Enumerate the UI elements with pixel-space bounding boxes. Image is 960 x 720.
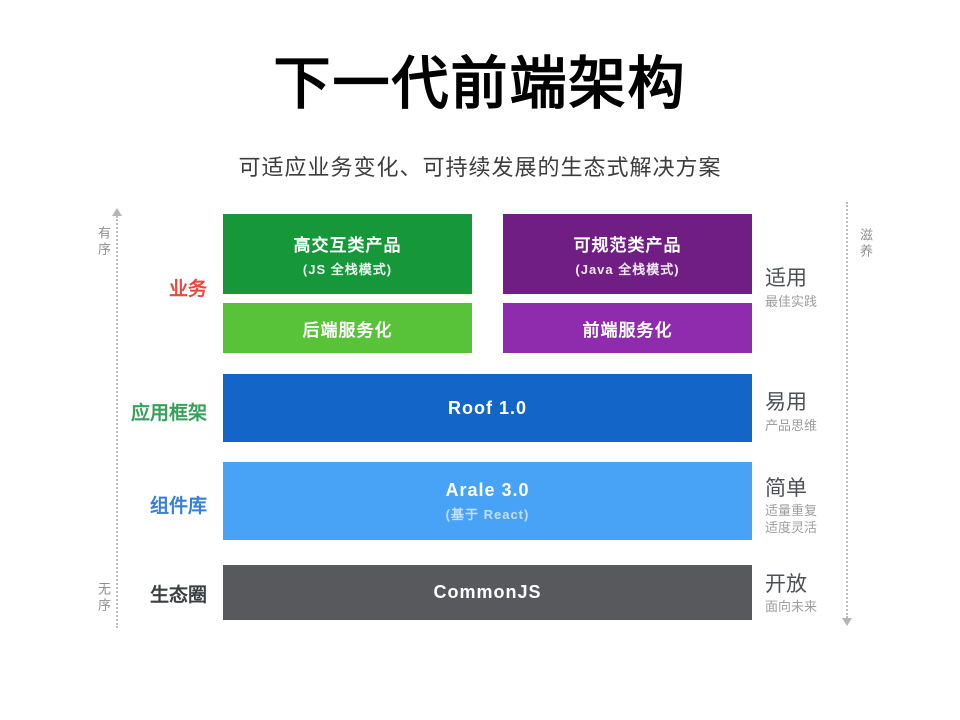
left-axis-top-label: 有序	[96, 226, 111, 258]
box-standard-product: 可规范类产品 (Java 全栈模式)	[503, 214, 752, 294]
left-axis-line	[116, 216, 118, 628]
caption-components-sub1: 适量重复	[765, 503, 818, 518]
box-backend-service: 后端服务化	[223, 303, 472, 353]
layer-label-framework: 应用框架	[130, 403, 207, 424]
right-axis-line	[846, 202, 848, 618]
box-arale: Arale 3.0 (基于 React)	[223, 462, 752, 540]
box-frontend-service-title: 前端服务化	[582, 320, 673, 340]
caption-ecosystem-sub: 面向未来	[765, 599, 818, 614]
box-frontend-service: 前端服务化	[503, 303, 752, 353]
box-interactive-product-title: 高交互类产品	[293, 235, 402, 255]
box-interactive-product-subtitle: (JS 全栈模式)	[302, 261, 393, 277]
box-standard-product-subtitle: (Java 全栈模式)	[575, 261, 680, 277]
caption-framework-title: 易用	[765, 391, 807, 414]
left-axis-bottom-label: 无序	[96, 582, 111, 614]
layer-label-business: 业务	[168, 279, 207, 300]
caption-components-sub2: 适度灵活	[765, 520, 818, 535]
down-arrow-icon	[842, 618, 852, 626]
box-commonjs: CommonJS	[223, 565, 752, 620]
box-roof-title: Roof 1.0	[447, 397, 527, 418]
box-roof: Roof 1.0	[223, 374, 752, 442]
caption-business-sub: 最佳实践	[765, 294, 818, 309]
slide-subtitle: 可适应业务变化、可持续发展的生态式解决方案	[238, 155, 722, 180]
layer-label-ecosystem: 生态圈	[149, 585, 207, 606]
box-arale-subtitle: (基于 React)	[445, 506, 530, 522]
caption-business-title: 适用	[765, 267, 807, 290]
box-standard-product-title: 可规范类产品	[573, 235, 682, 255]
caption-components-title: 简单	[765, 477, 807, 500]
slide-title: 下一代前端架构	[273, 52, 687, 116]
box-backend-service-title: 后端服务化	[302, 320, 393, 340]
caption-framework-sub: 产品思维	[765, 418, 818, 433]
right-axis-top-label: 滋养	[858, 228, 873, 260]
caption-ecosystem-title: 开放	[765, 573, 807, 596]
box-interactive-product: 高交互类产品 (JS 全栈模式)	[223, 214, 472, 294]
box-commonjs-title: CommonJS	[433, 582, 542, 602]
layer-label-components: 组件库	[149, 496, 207, 517]
box-arale-title: Arale 3.0	[445, 479, 530, 500]
up-arrow-icon	[112, 208, 122, 216]
